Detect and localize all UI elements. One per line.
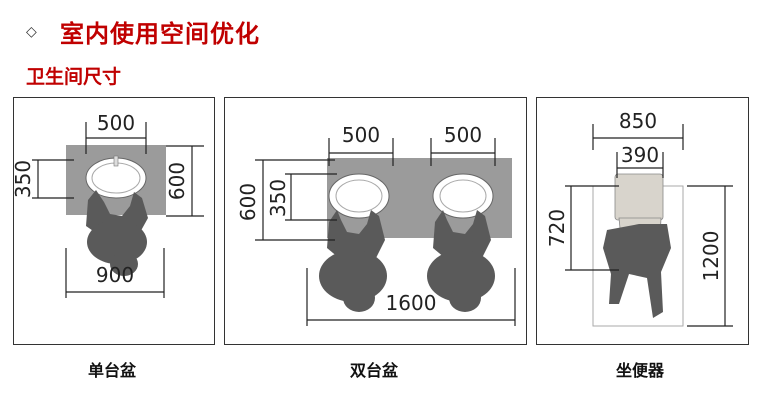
dim-basin1-width: 500 (342, 123, 380, 147)
dim-basin-width: 500 (97, 111, 135, 135)
dim-counter-depth: 600 (236, 183, 260, 221)
caption-single-basin: 单台盆 (87, 361, 136, 380)
caption-double-basin: 双台盆 (349, 361, 398, 380)
dim-basin-depth: 350 (266, 179, 290, 217)
person-figure-right (427, 210, 495, 312)
section-subtitle: 卫生间尺寸 (26, 66, 122, 88)
single-basin-drawing: 500 350 600 900 (14, 111, 204, 298)
page-title: 室内使用空间优化 (60, 20, 260, 48)
title-bullet-icon: ◇ (26, 24, 37, 40)
dim-toilet-depth: 720 (545, 209, 569, 247)
dim-basin-depth: 350 (14, 160, 35, 198)
dim-space-width: 850 (619, 109, 657, 133)
toilet-drawing: 850 390 720 1200 (545, 109, 733, 327)
toilet-panel: 850 390 720 1200 (536, 97, 749, 345)
basin-right (432, 173, 494, 219)
dim-toilet-width: 390 (621, 143, 659, 167)
caption-toilet: 坐便器 (615, 361, 664, 380)
double-basin-drawing: 500 500 600 350 1600 (236, 123, 516, 326)
dim-space-depth: 1200 (699, 231, 723, 282)
person-figure (86, 190, 148, 276)
dim-clear-width: 900 (96, 263, 134, 287)
single-basin-panel: 500 350 600 900 (13, 97, 215, 345)
dim-counter-depth: 600 (165, 162, 189, 200)
person-figure-left (319, 210, 387, 312)
double-basin-panel: 500 500 600 350 1600 (224, 97, 527, 345)
basin-left (328, 173, 390, 219)
person-figure-seated (603, 224, 671, 318)
toilet-tank (614, 173, 664, 221)
dim-overall-width: 1600 (386, 291, 437, 315)
dim-basin2-width: 500 (444, 123, 482, 147)
